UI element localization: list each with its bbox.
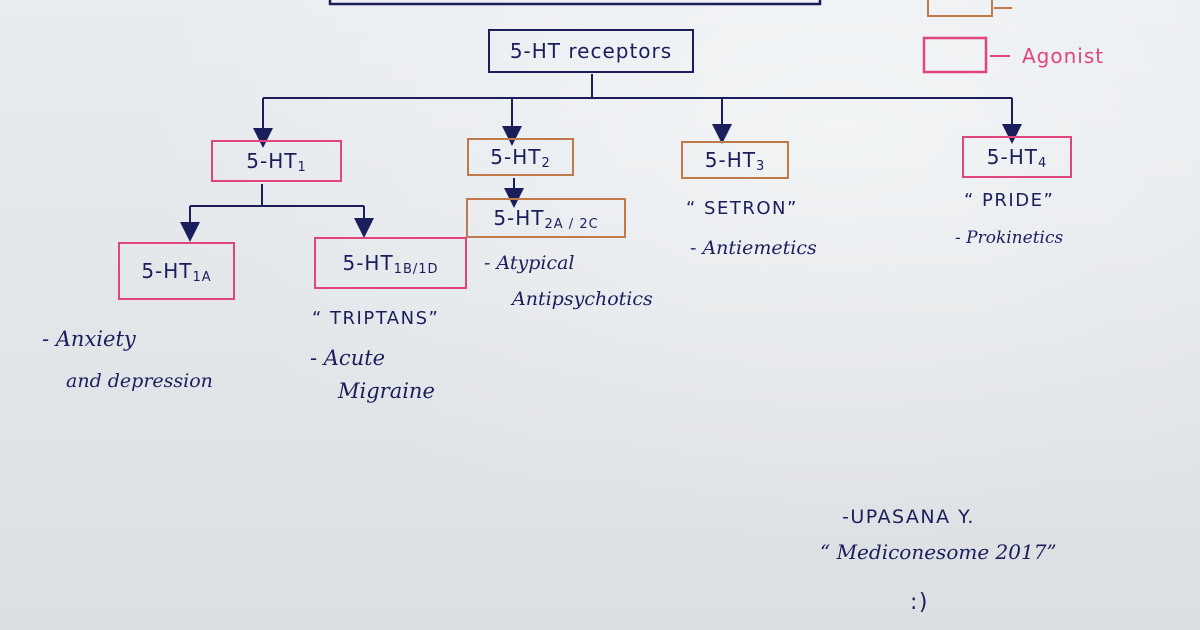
note-anxiety-line1: - Anxiety — [42, 327, 136, 351]
signature-author: -UPASANA Y. — [842, 506, 975, 528]
note-antiemetics: - Antiemetics — [690, 237, 817, 259]
note-migraine-line2: Migraine — [338, 379, 435, 403]
signature-smiley: :) — [910, 590, 929, 615]
note-triptans: “ TRIPTANS” — [312, 308, 440, 329]
cut-title-box — [328, 0, 822, 6]
note-atypical-line1: - Atypical — [484, 252, 575, 274]
note-anxiety-line2: and depression — [66, 370, 213, 392]
root-receptors-box: 5-HT receptors — [488, 29, 694, 73]
signature-site: “ Mediconesome 2017” — [820, 540, 1057, 564]
root-label: 5-HT receptors — [509, 39, 673, 63]
note-prokinetics: - Prokinetics — [955, 228, 1064, 248]
legend-agonist-box — [922, 36, 988, 74]
note-setron: “ SETRON” — [686, 198, 798, 219]
note-atypical-line2: Antipsychotics — [512, 288, 653, 310]
legend-antagonist-box — [927, 0, 993, 17]
note-pride: “ PRIDE” — [964, 190, 1055, 211]
note-migraine-line1: - Acute — [310, 346, 386, 370]
legend-agonist-label: Agonist — [1022, 44, 1105, 68]
